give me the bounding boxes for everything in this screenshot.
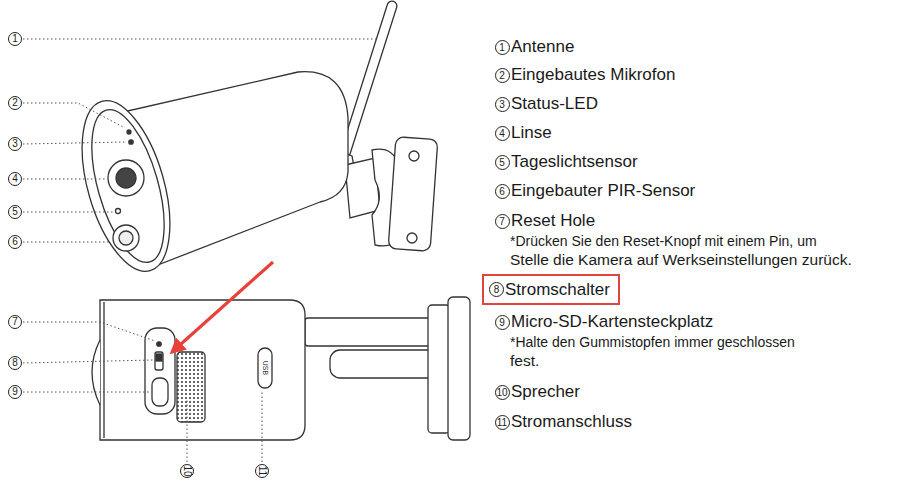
callout-number: 11 (495, 415, 510, 430)
port-label: USB (262, 361, 269, 375)
callout-number: 2 (495, 68, 510, 83)
callout-number: 7 (8, 315, 22, 329)
part-name: Micro-SD-Kartensteckplatz (511, 312, 713, 332)
callout-number: 3 (8, 137, 22, 151)
callout-number: 11 (255, 464, 269, 478)
pointer-arrow (172, 262, 273, 352)
callout-number: 5 (8, 205, 22, 219)
callout-number: 9 (8, 385, 22, 399)
callout-number: 7 (495, 214, 510, 229)
callout-number: 10 (495, 385, 510, 400)
callout-number: 1 (495, 40, 510, 55)
callout-number: 6 (495, 184, 510, 199)
note-text: *Halte den Gummistopfen immer geschlosse… (510, 334, 795, 350)
part-name: Reset Hole (511, 211, 595, 231)
highlight-box: 8Stromschalter (482, 274, 620, 305)
note-text: Stelle die Kamera auf Werkseinstellungen… (510, 251, 852, 269)
part-name: Stromanschluss (511, 412, 632, 432)
callout-number: 8 (489, 282, 504, 297)
part-name: Eingebautes Mikrofon (511, 65, 675, 85)
callout-number: 4 (8, 172, 22, 186)
callout-number: 8 (8, 356, 22, 370)
part-name: Status-LED (511, 94, 598, 114)
camera-front-view (65, 6, 438, 281)
leader-lines (23, 39, 376, 462)
callout-number: 5 (495, 155, 510, 170)
camera-side-view (92, 297, 470, 440)
callout-number: 10 (180, 464, 194, 478)
part-name: Sprecher (511, 382, 580, 402)
part-name: Linse (511, 123, 552, 143)
callout-number: 1 (8, 32, 22, 46)
callout-number: 2 (8, 96, 22, 110)
note-text: fest. (510, 352, 539, 370)
callout-number: 3 (495, 97, 510, 112)
part-name: Eingebauter PIR-Sensor (511, 181, 695, 201)
callout-number: 6 (8, 235, 22, 249)
callout-number: 9 (495, 315, 510, 330)
callout-number: 4 (495, 126, 510, 141)
part-name: Antenne (511, 37, 574, 57)
note-text: *Drücken Sie den Reset-Knopf mit einem P… (510, 233, 817, 249)
part-name: Stromschalter (505, 280, 610, 300)
part-name: Tageslichtsensor (511, 152, 638, 172)
